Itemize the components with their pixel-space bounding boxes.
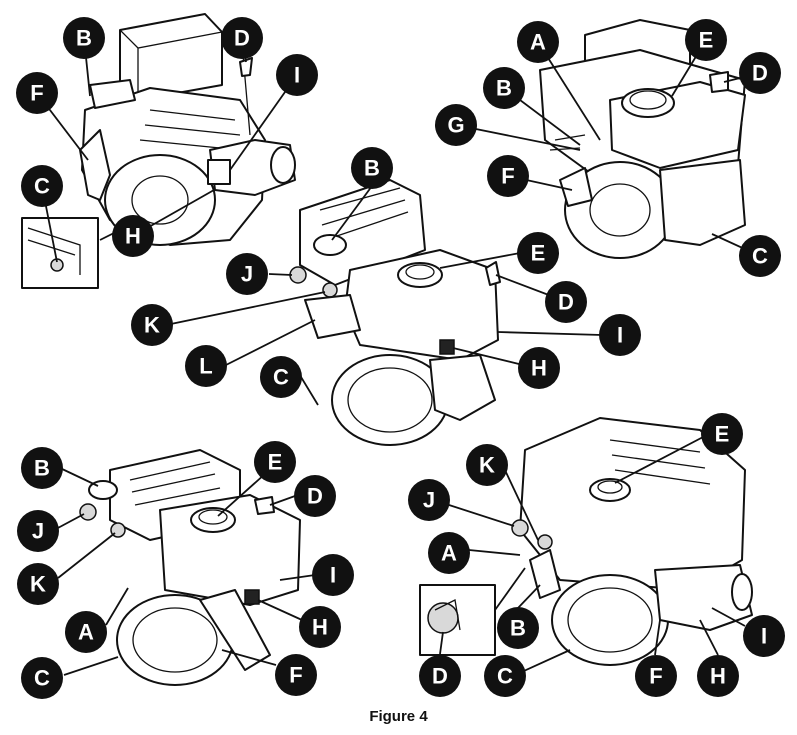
- svg-text:A: A: [530, 30, 546, 55]
- callout-bl-i: I: [312, 554, 354, 596]
- svg-text:K: K: [30, 572, 46, 597]
- callout-tr-f: F: [487, 155, 529, 197]
- engine-top-right: [539, 19, 746, 259]
- svg-text:L: L: [199, 354, 212, 379]
- svg-text:B: B: [496, 76, 512, 101]
- svg-text:C: C: [273, 365, 289, 390]
- callout-c-b: B: [351, 147, 393, 189]
- callout-tl-i: I: [276, 54, 318, 96]
- svg-text:J: J: [241, 262, 253, 287]
- svg-text:D: D: [307, 484, 323, 509]
- callout-c-i: I: [599, 314, 641, 356]
- callout-bl-j: J: [17, 510, 59, 552]
- callout-br-e: E: [701, 413, 743, 455]
- svg-text:F: F: [501, 164, 514, 189]
- callout-c-c: C: [260, 356, 302, 398]
- svg-text:I: I: [330, 563, 336, 588]
- callout-tr-d: D: [739, 52, 781, 94]
- svg-text:E: E: [531, 241, 546, 266]
- callout-bl-f: F: [275, 654, 317, 696]
- engine-center: [289, 179, 501, 446]
- callout-tl-f: F: [16, 72, 58, 114]
- callout-tl-c: C: [21, 165, 63, 207]
- callout-br-d: D: [419, 655, 461, 697]
- svg-text:I: I: [761, 624, 767, 649]
- figure-caption: Figure 4: [369, 708, 428, 725]
- engine-bottom-left: [79, 449, 301, 686]
- svg-text:D: D: [558, 290, 574, 315]
- svg-text:C: C: [34, 174, 50, 199]
- svg-text:D: D: [752, 61, 768, 86]
- svg-text:H: H: [312, 615, 328, 640]
- callout-bl-d: D: [294, 475, 336, 517]
- svg-text:C: C: [752, 244, 768, 269]
- svg-text:J: J: [32, 519, 44, 544]
- svg-text:E: E: [268, 450, 283, 475]
- callout-tl-h: H: [112, 215, 154, 257]
- svg-text:F: F: [30, 81, 43, 106]
- engine-bottom-right: [419, 417, 753, 666]
- callout-tl-b: B: [63, 17, 105, 59]
- callout-tl-d: D: [221, 17, 263, 59]
- svg-text:B: B: [34, 456, 50, 481]
- svg-text:D: D: [234, 26, 250, 51]
- callout-tr-a: A: [517, 21, 559, 63]
- leaders-center: [165, 185, 603, 406]
- callout-bl-e: E: [254, 441, 296, 483]
- callout-c-k: K: [131, 304, 173, 346]
- svg-text:A: A: [78, 620, 94, 645]
- callout-tr-g: G: [435, 104, 477, 146]
- svg-text:E: E: [715, 422, 730, 447]
- callout-bl-c: C: [21, 657, 63, 699]
- callout-br-k: K: [466, 444, 508, 486]
- svg-text:C: C: [497, 664, 513, 689]
- callout-c-j: J: [226, 253, 268, 295]
- callout-tr-e: E: [685, 19, 727, 61]
- callout-br-f: F: [635, 655, 677, 697]
- engine-parts-diagram: B D F I C H A E D B G F C B E J D K I L …: [16, 13, 785, 699]
- callout-bl-b: B: [21, 447, 63, 489]
- callout-tr-b: B: [483, 67, 525, 109]
- svg-text:B: B: [76, 26, 92, 51]
- callout-br-a: A: [428, 532, 470, 574]
- callout-br-c: C: [484, 655, 526, 697]
- svg-text:B: B: [510, 616, 526, 641]
- callout-c-d: D: [545, 281, 587, 323]
- svg-text:D: D: [432, 664, 448, 689]
- svg-text:A: A: [441, 541, 457, 566]
- svg-text:K: K: [479, 453, 495, 478]
- svg-text:I: I: [617, 323, 623, 348]
- callout-br-i: I: [743, 615, 785, 657]
- callout-c-l: L: [185, 345, 227, 387]
- callout-c-h: H: [518, 347, 560, 389]
- svg-text:F: F: [289, 663, 302, 688]
- callout-bl-h: H: [299, 606, 341, 648]
- svg-text:E: E: [699, 28, 714, 53]
- callout-c-e: E: [517, 232, 559, 274]
- callout-bl-k: K: [17, 563, 59, 605]
- svg-text:C: C: [34, 666, 50, 691]
- svg-text:K: K: [144, 313, 160, 338]
- callout-tr-c: C: [739, 235, 781, 277]
- svg-text:G: G: [447, 113, 464, 138]
- callout-br-j: J: [408, 479, 450, 521]
- leaders-bottom-left: [55, 464, 316, 676]
- svg-text:H: H: [125, 224, 141, 249]
- svg-text:H: H: [531, 356, 547, 381]
- leaders-bottom-right: [439, 435, 746, 686]
- svg-text:H: H: [710, 664, 726, 689]
- callout-br-b: B: [497, 607, 539, 649]
- callout-br-h: H: [697, 655, 739, 697]
- svg-text:B: B: [364, 156, 380, 181]
- svg-text:F: F: [649, 664, 662, 689]
- svg-text:J: J: [423, 488, 435, 513]
- svg-text:I: I: [294, 63, 300, 88]
- callout-bl-a: A: [65, 611, 107, 653]
